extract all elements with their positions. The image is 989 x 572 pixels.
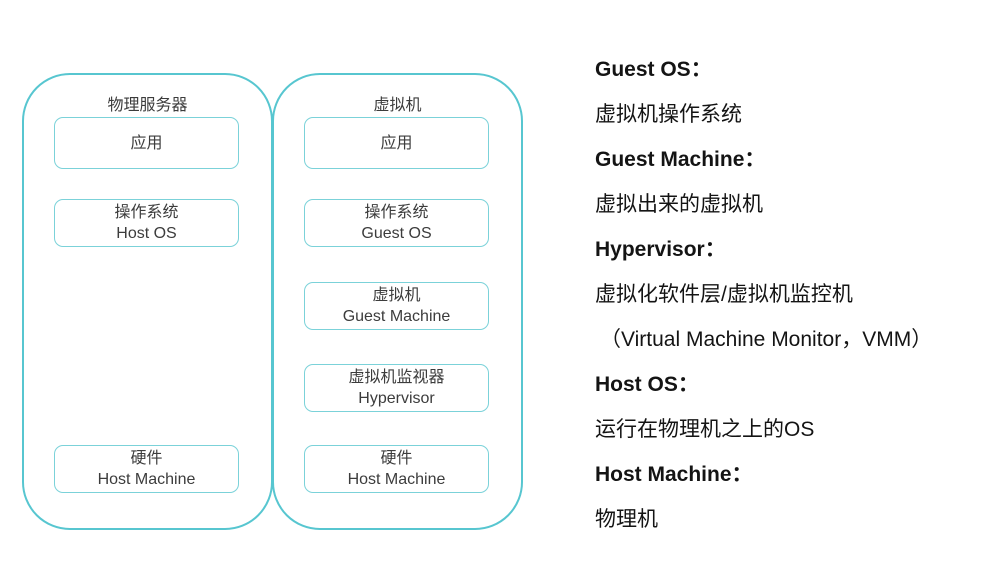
physical-server-box: 物理服务器 应用 操作系统 Host OS 硬件 Host Machine	[22, 73, 273, 530]
glossary-definition: 物理机	[595, 507, 658, 531]
glossary-term-guest-os: Guest OS：	[595, 57, 712, 81]
layer-hardware: 硬件 Host Machine	[304, 445, 489, 493]
layer-line: Guest OS	[361, 225, 432, 242]
layer-line: Guest Machine	[342, 308, 451, 325]
virtual-machine-box: 虚拟机 应用 操作系统 Guest OS 虚拟机 Guest Machine 虚…	[272, 73, 523, 530]
glossary-term-host-machine: Host Machine：	[595, 462, 753, 486]
glossary-term-hypervisor: Hypervisor：	[595, 237, 726, 261]
layer-app: 应用	[54, 117, 239, 169]
layer-hardware: 硬件 Host Machine	[54, 445, 239, 493]
layer-line: 硬件	[130, 450, 163, 467]
layer-guest-os: 操作系统 Guest OS	[304, 199, 489, 247]
glossary-definition: 虚拟出来的虚拟机	[595, 192, 763, 216]
glossary-definition: 运行在物理机之上的OS	[595, 417, 815, 441]
glossary: Guest OS： 虚拟机操作系统 Guest Machine： 虚拟出来的虚拟…	[595, 45, 985, 540]
layer-line: 硬件	[380, 450, 413, 467]
layer-guest-machine: 虚拟机 Guest Machine	[304, 282, 489, 330]
glossary-definition: （Virtual Machine Monitor，VMM）	[600, 327, 933, 351]
layer-line: Host OS	[116, 225, 177, 242]
layer-line: 应用	[130, 134, 163, 152]
layer-app: 应用	[304, 117, 489, 169]
layer-line: Host Machine	[347, 471, 446, 488]
physical-server-title: 物理服务器	[107, 97, 188, 114]
layer-line: 虚拟机	[372, 287, 421, 304]
glossary-definition: 虚拟机操作系统	[595, 102, 742, 126]
glossary-term-host-os: Host OS：	[595, 372, 699, 396]
layer-line: 操作系统	[364, 204, 429, 221]
layer-host-os: 操作系统 Host OS	[54, 199, 239, 247]
glossary-definition: 虚拟化软件层/虚拟机监控机	[595, 282, 853, 306]
virtual-machine-title: 虚拟机	[373, 97, 422, 114]
layer-line: 应用	[380, 134, 413, 152]
layer-hypervisor: 虚拟机监视器 Hypervisor	[304, 364, 489, 412]
glossary-term-guest-machine: Guest Machine：	[595, 147, 766, 171]
layer-line: 虚拟机监视器	[348, 369, 445, 386]
layer-line: 操作系统	[114, 204, 179, 221]
layer-line: Host Machine	[97, 471, 196, 488]
layer-line: Hypervisor	[358, 390, 435, 407]
